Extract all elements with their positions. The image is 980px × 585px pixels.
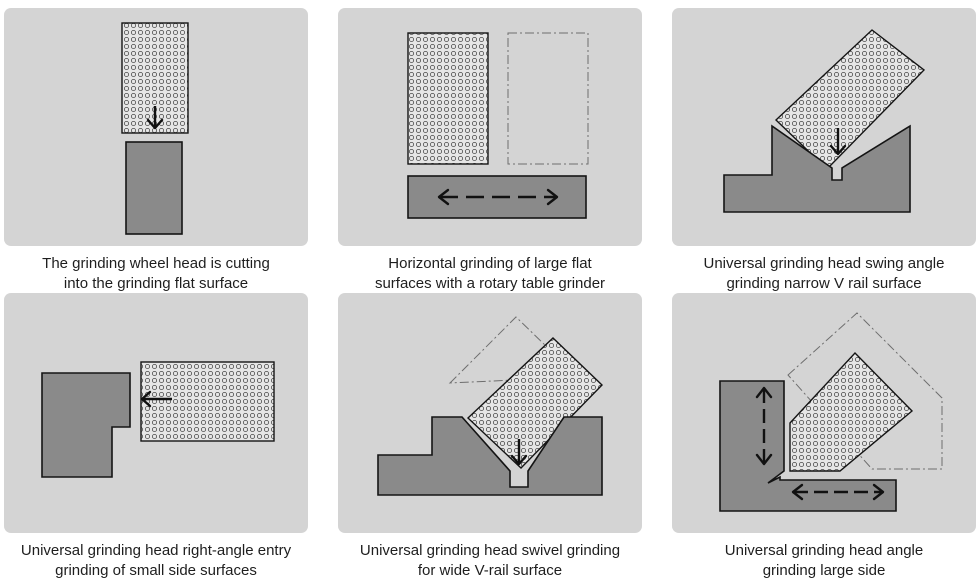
caption-line: The grinding wheel head is cutting: [42, 255, 270, 272]
caption-panel-2: Horizontal grinding of large flat surfac…: [330, 254, 650, 294]
grinding-wheel: [407, 32, 489, 165]
grinding-wheel: [789, 351, 914, 472]
traverse-arrow-double-icon: [437, 188, 559, 206]
feed-arrow-down-icon: [146, 106, 164, 130]
caption-line: for wide V-rail surface: [417, 562, 563, 579]
feed-arrow-left-icon: [140, 390, 172, 408]
diagram-panel-plunge-flat: [4, 8, 308, 246]
caption-line: Universal grinding head swing angle: [703, 255, 945, 272]
caption-line: into the grinding flat surface: [63, 275, 249, 292]
diagram-panel-right-angle-side: [4, 293, 308, 533]
caption-panel-6: Universal grinding head angle grinding l…: [664, 541, 980, 581]
l-block-workpiece: [41, 372, 131, 478]
caption-line: grinding of small side surfaces: [55, 562, 257, 579]
caption-line: Universal grinding head right-angle entr…: [20, 542, 292, 559]
diagram-panel-horizontal-flat: [338, 8, 642, 246]
grinding-wheel: [466, 337, 603, 469]
traverse-arrow-vertical-icon: [755, 386, 773, 466]
caption-panel-4: Universal grinding head right-angle entr…: [0, 541, 316, 581]
feed-arrow-down-icon: [829, 128, 847, 156]
caption-line: grinding narrow V rail surface: [726, 275, 922, 292]
caption-panel-1: The grinding wheel head is cutting into …: [0, 254, 316, 294]
caption-panel-5: Universal grinding head swivel grinding …: [330, 541, 650, 581]
wheel-ghost-position: [507, 32, 589, 165]
caption-panel-3: Universal grinding head swing angle grin…: [664, 254, 980, 294]
workpiece: [125, 141, 183, 235]
feed-arrow-down-icon: [510, 439, 528, 466]
v-rail-workpiece: [723, 124, 911, 213]
caption-line: grinding large side: [762, 562, 886, 579]
grinding-wheel: [140, 361, 275, 442]
diagram-panel-narrow-v-rail: [672, 8, 976, 246]
diagram-panel-large-side-angle: [672, 293, 976, 533]
caption-line: Horizontal grinding of large flat: [388, 255, 592, 272]
caption-line: Universal grinding head angle: [724, 542, 924, 559]
diagram-panel-wide-v-rail: [338, 293, 642, 533]
caption-line: surfaces with a rotary table grinder: [374, 275, 606, 292]
caption-line: Universal grinding head swivel grinding: [359, 542, 621, 559]
traverse-arrow-horizontal-icon: [791, 483, 885, 501]
wide-v-rail-workpiece: [377, 416, 603, 496]
